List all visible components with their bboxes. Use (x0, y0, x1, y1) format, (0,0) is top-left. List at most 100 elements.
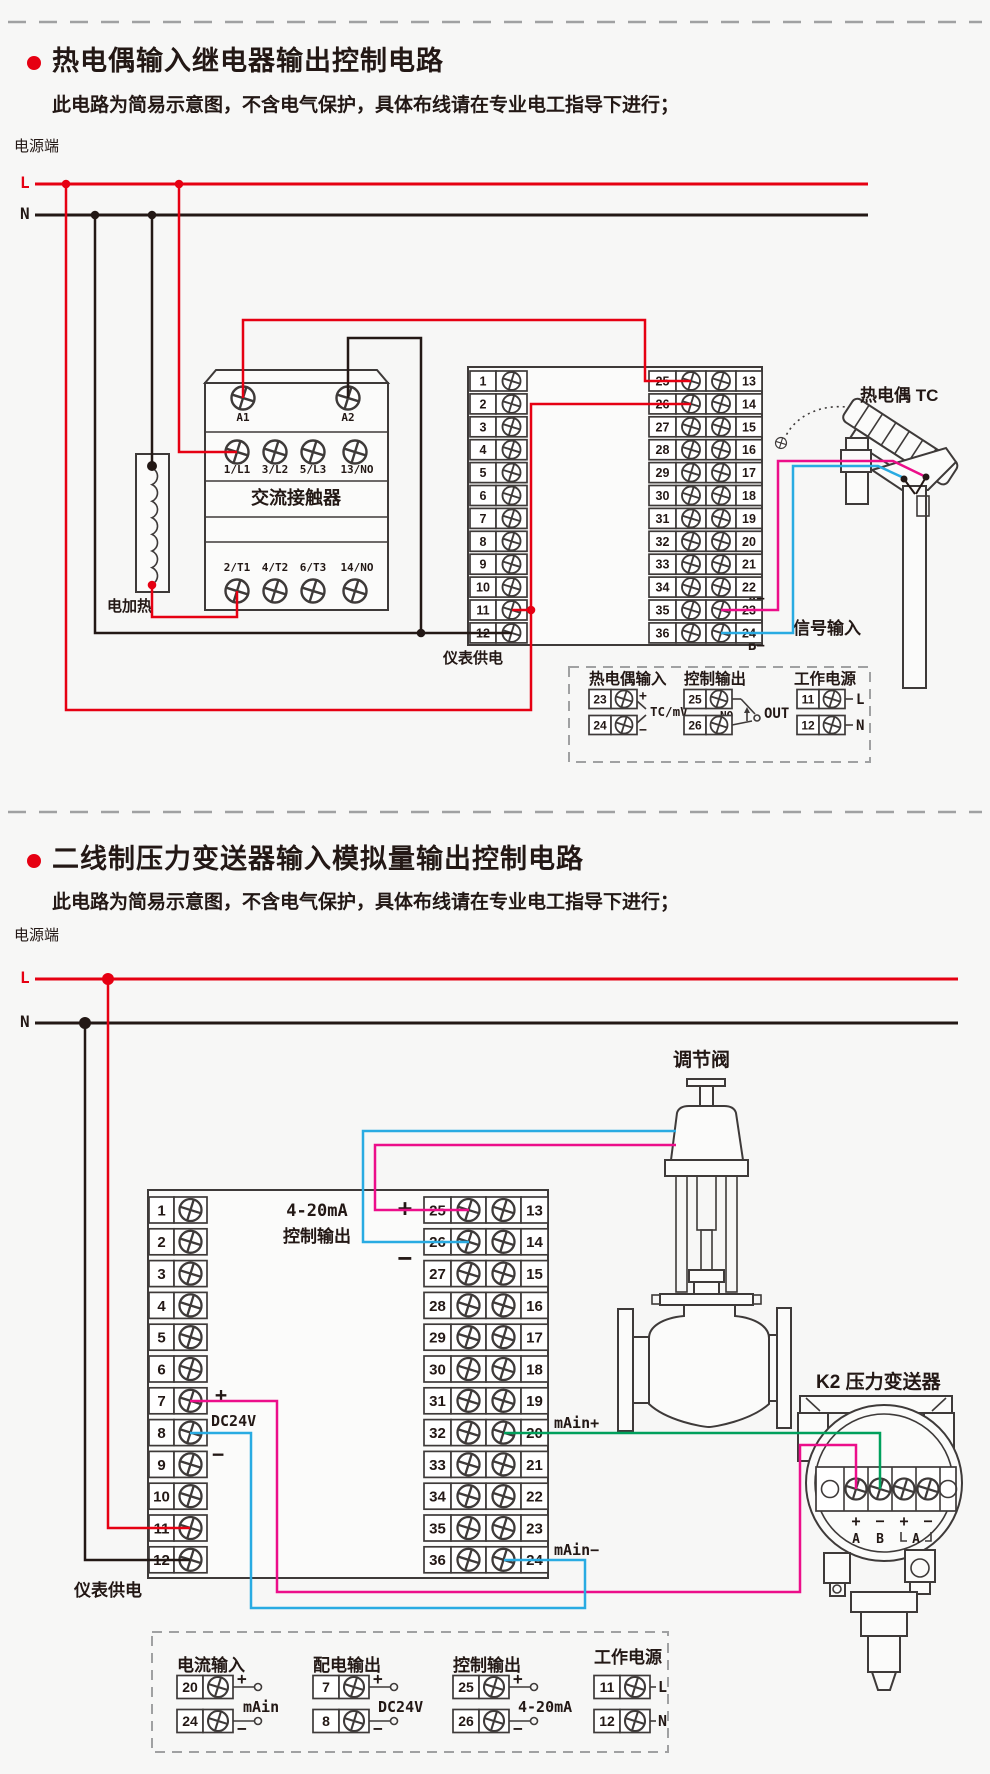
contactor-6T3: 6/T3 (300, 561, 327, 574)
legend2-c1-minus: − (237, 1719, 247, 1738)
svg-text:17: 17 (526, 1330, 543, 1347)
power-terminal-label-1: 电源端 (14, 138, 60, 155)
svg-text:9: 9 (480, 558, 487, 572)
xmtr-term-a: A (852, 1532, 860, 1547)
svg-text:33: 33 (429, 1457, 446, 1474)
svg-text:2: 2 (480, 397, 487, 411)
svg-text:21: 21 (742, 558, 756, 572)
valve-label: 调节阀 (673, 1048, 730, 1071)
svg-text:31: 31 (429, 1393, 446, 1410)
svg-text:15: 15 (526, 1266, 543, 1283)
output-label: 控制输出 (283, 1226, 351, 1246)
contactor-13NO: 13/NO (340, 463, 373, 476)
control-valve: 调节阀 (617, 1048, 792, 1432)
legend1-col2-title: 控制输出 (684, 669, 746, 688)
contactor-5L3: 5/L3 (300, 463, 327, 476)
contactor-3L2: 3/L2 (262, 463, 289, 476)
thermocouple: 热电偶 TC (774, 385, 959, 689)
ac-contactor: A1 A2 1/L1 3/L2 5/L3 13/NO 2/T1 4/T2 6/T… (202, 369, 391, 611)
legend2-c3-minus: − (513, 1719, 523, 1738)
xmtr-term-minus2: − (923, 1512, 932, 1530)
svg-text:25: 25 (458, 1679, 474, 1695)
legend2-c3-plus: + (513, 1669, 523, 1688)
svg-text:32: 32 (656, 535, 670, 549)
dc24v-label: DC24V (211, 1412, 256, 1430)
legend1-col1-title: 热电偶输入 (589, 669, 667, 688)
svg-text:34: 34 (656, 581, 670, 595)
legend2-c4-n: N (658, 1712, 667, 1730)
line-L-label-1: L (20, 173, 30, 192)
svg-text:24: 24 (182, 1713, 198, 1729)
legend2-c4-l: L (658, 1678, 667, 1696)
svg-text:15: 15 (742, 420, 756, 434)
svg-text:16: 16 (526, 1298, 543, 1315)
junction-dot (102, 973, 114, 985)
wires-layer (35, 182, 958, 1610)
terminal-strip-legend2-dist: 78 (312, 1674, 370, 1734)
legend2-col4-title: 工作电源 (594, 1647, 662, 1667)
contactor-14NO: 14/NO (340, 561, 373, 574)
svg-text:22: 22 (742, 581, 756, 595)
wire-d2-L-t11 (106, 979, 190, 1530)
svg-text:11: 11 (600, 1679, 615, 1695)
legend2-col1-title: 电流输入 (177, 1655, 245, 1675)
signal-input-label: 信号输入 (793, 618, 861, 638)
legend2-c2-minus: − (373, 1719, 383, 1738)
svg-text:6: 6 (157, 1361, 165, 1378)
legend1-minus: − (639, 723, 647, 738)
svg-text:11: 11 (476, 604, 489, 618)
svg-text:19: 19 (742, 512, 756, 526)
svg-text:27: 27 (656, 420, 670, 434)
svg-text:1: 1 (157, 1202, 165, 1219)
out-plus-mark: + (398, 1194, 412, 1222)
wire-d1-2T1-heater (150, 585, 239, 619)
legend1-tc-note: TC/mV (650, 704, 688, 719)
svg-text:14: 14 (526, 1234, 543, 1251)
svg-text:35: 35 (656, 604, 670, 618)
svg-text:29: 29 (429, 1330, 446, 1347)
junction-dot (416, 628, 426, 638)
wire-d1-tc-bminus (721, 464, 905, 635)
svg-text:4: 4 (157, 1298, 166, 1315)
xmtr-term-a2: A (912, 1532, 920, 1547)
wire-d1-L-loop-26 (64, 184, 691, 712)
svg-text:7: 7 (157, 1393, 165, 1410)
legend2-c2-note: DC24V (378, 1698, 423, 1716)
main-minus-label: mAin− (554, 1541, 599, 1559)
main-plus-label: mAin+ (554, 1414, 599, 1432)
wire-d1-A2-N (346, 336, 423, 633)
xmtr-term-b: B (876, 1532, 884, 1547)
junction-dot (147, 580, 157, 590)
svg-text:33: 33 (656, 558, 670, 572)
line-L-label-2: L (20, 968, 30, 987)
contactor-a2: A2 (341, 411, 354, 424)
svg-text:23: 23 (593, 692, 607, 706)
svg-text:35: 35 (429, 1520, 446, 1537)
junction-dot (900, 475, 908, 483)
wire-d2-N-t12 (83, 1023, 190, 1562)
section2-subtitle: 此电路为简易示意图，不含电气保护，具体布线请在专业电工指导下进行； (52, 892, 680, 913)
svg-text:3: 3 (480, 420, 487, 434)
svg-text:36: 36 (429, 1552, 446, 1569)
svg-text:13: 13 (526, 1202, 543, 1219)
bullet-icon-1 (27, 56, 41, 70)
svg-text:26: 26 (458, 1713, 474, 1729)
legend2-c3-note: 4-20mA (518, 1698, 572, 1716)
svg-text:20: 20 (742, 535, 756, 549)
svg-text:16: 16 (742, 443, 756, 457)
svg-text:27: 27 (429, 1266, 446, 1283)
svg-text:17: 17 (742, 466, 756, 480)
terminal-strip-d1-right: 2526272829303132333435361314151617181920… (648, 370, 763, 644)
svg-text:29: 29 (656, 466, 670, 480)
svg-text:30: 30 (656, 489, 670, 503)
junction-dot (526, 605, 536, 615)
legend2-c1-plus: + (237, 1669, 247, 1688)
svg-text:5: 5 (157, 1330, 165, 1347)
terminal-strip-d2-right: 2526272829303132333435361314151617181920… (423, 1196, 549, 1574)
svg-text:4: 4 (480, 443, 487, 457)
bullet-icon-2 (27, 854, 41, 868)
